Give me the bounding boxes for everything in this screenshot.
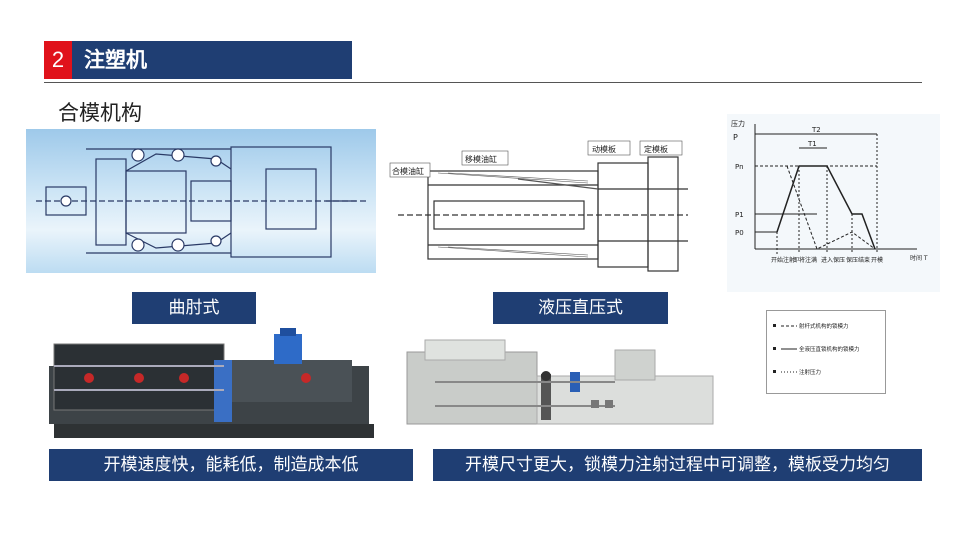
- toggle-caption: 开模速度快，能耗低，制造成本低: [49, 449, 413, 481]
- section-title-bar: 注塑机: [72, 41, 352, 79]
- toggle-clamp-drawing: [26, 129, 376, 273]
- label-p1: P1: [735, 211, 744, 219]
- y-axis-symbol: P: [733, 133, 738, 142]
- section-number: 2: [44, 41, 72, 79]
- callout-clamp-cylinder: 合模油缸: [392, 166, 424, 176]
- label-t1: T1: [807, 140, 817, 148]
- x-axis-title: 时间 T: [910, 254, 928, 262]
- hydraulic-clamp-drawing: 合模油缸 移模油缸 动模板 定模板: [388, 129, 690, 273]
- legend-item: 全液压直锁机构的锁模力: [799, 345, 860, 353]
- callout-moving-plate: 动模板: [592, 144, 616, 154]
- hydraulic-type-label: 液压直压式: [493, 292, 668, 324]
- toggle-type-label: 曲肘式: [132, 292, 256, 324]
- phase-label: 即将注满: [793, 256, 817, 264]
- pressure-time-chart: 压力 P Pn P1 P0 T2 T1 时间 T 开始注射 即将注满 进入保压 …: [727, 114, 940, 292]
- legend-item: 射杆式机构的锁模力: [799, 322, 849, 330]
- label-pn: Pn: [735, 163, 744, 171]
- hydraulic-injection-machine-image: [405, 332, 717, 432]
- phase-label: 保压结束: [846, 256, 870, 264]
- label-p0: P0: [735, 229, 744, 237]
- header-rule: [44, 82, 922, 83]
- toggle-injection-machine-image: [44, 326, 379, 448]
- hydraulic-caption: 开模尺寸更大，锁模力注射过程中可调整，模板受力均匀: [433, 449, 922, 481]
- phase-label: 开始注射: [771, 256, 795, 264]
- phase-label: 进入保压: [821, 256, 845, 264]
- phase-label: 开模: [871, 256, 883, 264]
- callout-fixed-plate: 定模板: [644, 144, 668, 154]
- subsection-title: 合模机构: [58, 101, 142, 125]
- chart-legend: 射杆式机构的锁模力 全液压直锁机构的锁模力 注射压力: [766, 310, 886, 394]
- y-axis-title: 压力: [731, 119, 745, 128]
- legend-item: 注射压力: [799, 368, 821, 376]
- label-t2: T2: [811, 126, 821, 134]
- callout-shift-cylinder: 移模油缸: [465, 154, 497, 164]
